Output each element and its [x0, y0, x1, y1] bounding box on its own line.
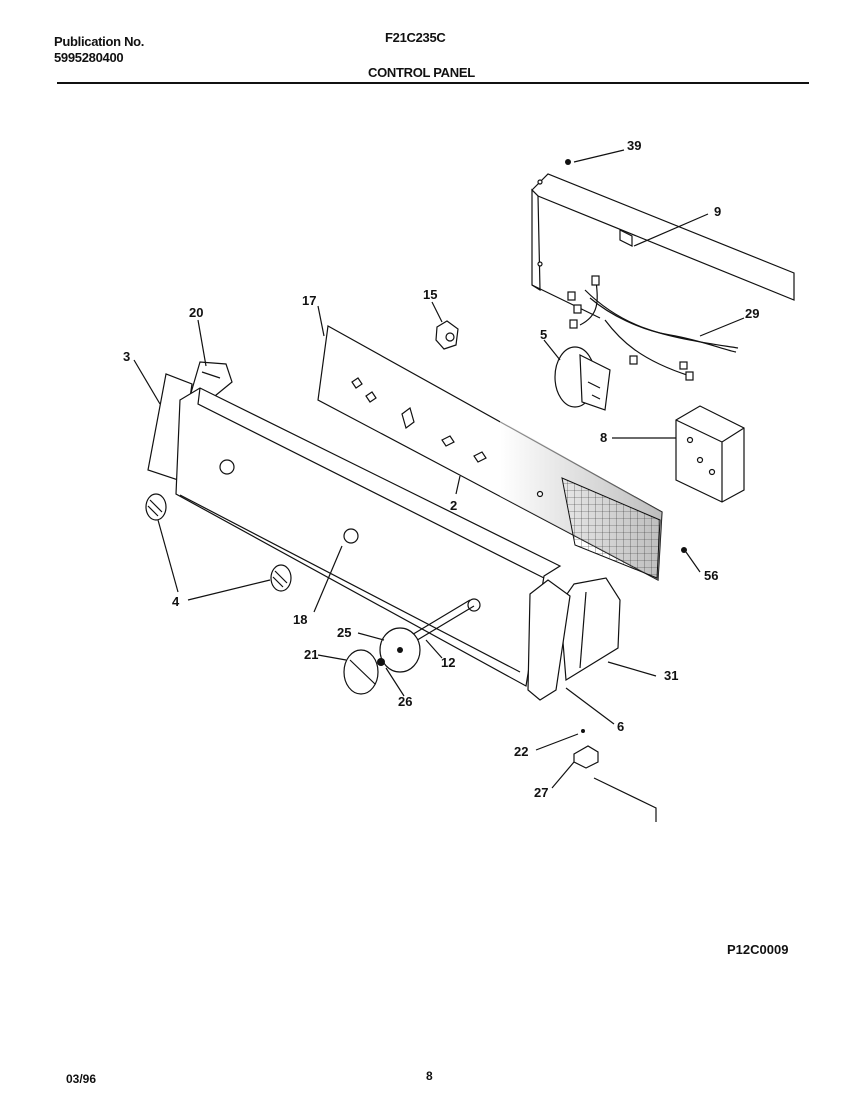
backing-plate-part — [317, 325, 663, 581]
callout-31: 31 — [664, 668, 678, 683]
model-number: F21C235C — [385, 30, 446, 45]
callout-8: 8 — [600, 430, 607, 445]
callout-4: 4 — [172, 594, 180, 609]
screw-56-part — [681, 547, 687, 553]
callout-17: 17 — [302, 293, 316, 308]
callout-27: 27 — [534, 785, 548, 800]
callout-26: 26 — [398, 694, 412, 709]
header-rule — [57, 82, 809, 84]
section-title: CONTROL PANEL — [368, 65, 475, 80]
callout-39: 39 — [627, 138, 641, 153]
selector-switch-part — [435, 320, 459, 350]
callout-56: 56 — [704, 568, 718, 583]
callout-6: 6 — [617, 719, 624, 734]
right-end-cap-part — [527, 579, 571, 701]
timer-part — [554, 346, 611, 411]
callout-29: 29 — [745, 306, 759, 321]
callout-15: 15 — [423, 287, 437, 302]
callout-22: 22 — [514, 744, 528, 759]
spring-clip-part — [377, 658, 385, 666]
callout-2: 2 — [450, 498, 457, 513]
callout-3: 3 — [123, 349, 130, 364]
callout-20: 20 — [189, 305, 203, 320]
footer-date: 03/96 — [66, 1072, 97, 1086]
clip-part — [573, 729, 657, 822]
right-side-bracket-part — [559, 577, 621, 682]
rear-bracket-part — [531, 173, 795, 319]
callout-9: 9 — [714, 204, 721, 219]
callout-12: 12 — [441, 655, 455, 670]
screw-part — [565, 159, 571, 165]
callout-labels: 39 9 29 15 17 20 3 5 8 2 4 56 18 25 12 2… — [123, 138, 759, 800]
knob-part — [145, 493, 292, 592]
callout-21: 21 — [304, 647, 318, 662]
leader-lines — [133, 149, 745, 789]
publication-number: 5995280400 — [54, 50, 124, 65]
page-number: 8 — [426, 1069, 433, 1083]
publication-label: Publication No. — [54, 34, 145, 49]
timer-knob-part — [343, 649, 379, 695]
wiring-harness-part — [567, 275, 739, 381]
callout-5: 5 — [540, 327, 547, 342]
callout-25: 25 — [337, 625, 351, 640]
shaft-part — [409, 599, 475, 643]
dial-plate-part — [379, 627, 421, 673]
callout-18: 18 — [293, 612, 307, 627]
switch-box-part — [675, 405, 745, 503]
diagram-code: P12C0009 — [727, 942, 789, 957]
